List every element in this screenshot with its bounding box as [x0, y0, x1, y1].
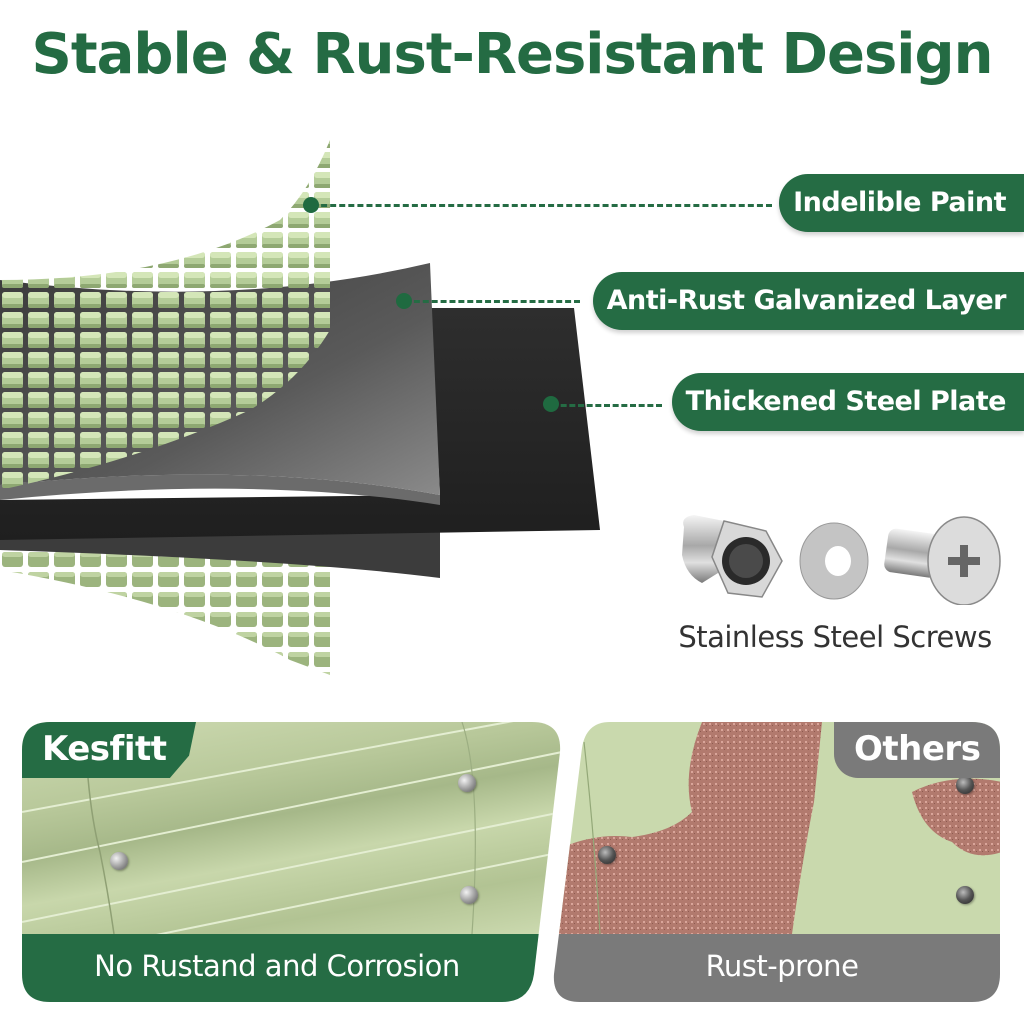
hardware-caption: Stainless Steel Screws — [678, 620, 992, 654]
layer-illustration — [0, 130, 600, 690]
brand-tag: Kesfitt — [22, 722, 196, 778]
leader-line-paint — [312, 204, 772, 207]
callout-steel-plate: Thickened Steel Plate — [671, 373, 1024, 431]
callout-galvanized-layer: Anti-Rust Galvanized Layer — [592, 272, 1024, 330]
marker-galvanized — [396, 293, 412, 309]
kesfitt-caption: No Rustand and Corrosion — [22, 934, 562, 1002]
bolt-icon — [884, 516, 1001, 606]
callout-label: Anti-Rust Galvanized Layer — [606, 285, 1007, 316]
marker-steel — [543, 396, 559, 412]
others-caption: Rust-prone — [552, 934, 1002, 1002]
marker-paint — [303, 197, 319, 213]
callout-indelible-paint: Indelible Paint — [779, 174, 1024, 232]
callout-label: Thickened Steel Plate — [685, 386, 1007, 417]
leader-line-steel — [552, 404, 662, 407]
screw-icon — [956, 776, 974, 794]
screw-icon — [598, 846, 616, 864]
cap-nut-icon — [682, 515, 783, 598]
screw-icon — [110, 852, 128, 870]
comparison-card-others: Others Rust-prone — [552, 722, 1002, 1002]
leader-line-galvanized — [405, 300, 580, 303]
others-tag: Others — [834, 722, 1002, 778]
callout-label: Indelible Paint — [793, 187, 1006, 218]
rusted-panel-image — [552, 722, 1002, 934]
washer-icon — [799, 522, 869, 600]
screw-icon — [460, 886, 478, 904]
page-title: Stable & Rust-Resistant Design — [31, 22, 994, 87]
screw-icon — [956, 886, 974, 904]
screw-icon — [458, 774, 476, 792]
comparison-card-kesfitt: Kesfitt No Rustand and Corrosion — [22, 722, 562, 1002]
hardware-illustration — [672, 505, 1012, 606]
